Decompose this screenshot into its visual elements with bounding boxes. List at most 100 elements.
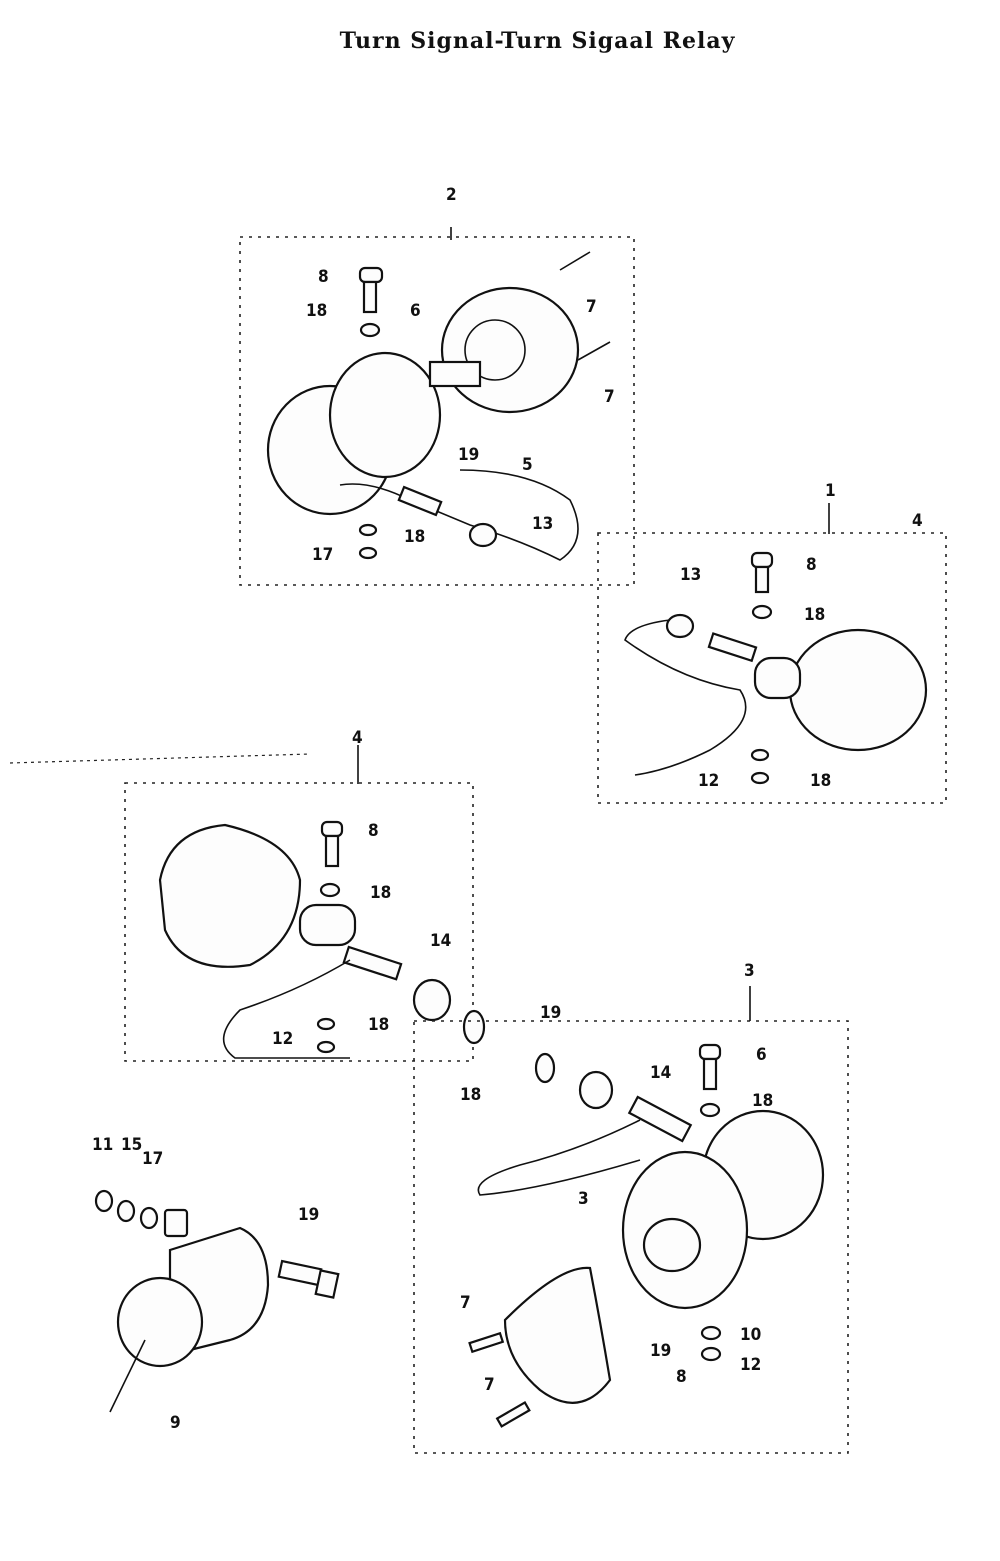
callout-18: 18 bbox=[804, 605, 825, 625]
washer-part bbox=[750, 771, 770, 785]
callout-18: 18 bbox=[460, 1085, 481, 1105]
assembly-3-frame bbox=[413, 1020, 849, 1454]
bolt-shank bbox=[324, 834, 340, 868]
callout-14: 14 bbox=[430, 931, 451, 951]
bolt-shank bbox=[362, 280, 378, 314]
callout-19: 19 bbox=[650, 1341, 671, 1361]
stem-part bbox=[753, 656, 802, 700]
bolt-head bbox=[698, 1043, 722, 1061]
bracket-part bbox=[163, 1208, 189, 1238]
bolt-shank bbox=[754, 565, 770, 594]
body-part bbox=[440, 286, 580, 414]
callout-17: 17 bbox=[312, 545, 333, 565]
relay-assembly: 11 15 17 19 9 bbox=[92, 1135, 340, 1433]
assembly-2-frame bbox=[239, 236, 635, 586]
callout-12: 12 bbox=[740, 1355, 761, 1375]
washer-part bbox=[534, 1052, 556, 1084]
callout-18: 18 bbox=[306, 301, 327, 321]
callout-13: 13 bbox=[532, 514, 553, 534]
callout-19: 19 bbox=[458, 445, 479, 465]
socket-part bbox=[397, 485, 443, 517]
washer-part bbox=[699, 1102, 721, 1118]
washer-part bbox=[359, 322, 381, 338]
screw-part bbox=[577, 341, 611, 361]
washer-part bbox=[462, 1009, 486, 1045]
callout-7: 7 bbox=[604, 387, 615, 407]
assembly-4: 4 8 18 14 12 18 bbox=[9, 728, 486, 1062]
washer-part bbox=[750, 748, 770, 762]
callout-18: 18 bbox=[810, 771, 831, 791]
callout-19: 19 bbox=[298, 1205, 319, 1225]
screw-part bbox=[495, 1401, 531, 1428]
diagram-title: Turn Signal-Turn Sigaal Relay bbox=[339, 28, 736, 54]
callout-1: 1 bbox=[825, 481, 836, 501]
screw-part bbox=[468, 1331, 505, 1354]
callout-14: 14 bbox=[650, 1063, 671, 1083]
bolt-head bbox=[750, 551, 774, 569]
assembly-1-frame bbox=[597, 532, 947, 804]
washer-part bbox=[139, 1206, 159, 1230]
nut-part bbox=[412, 978, 452, 1022]
assembly-3: 3 19 14 6 18 18 3 7 19 8 10 12 7 bbox=[413, 961, 849, 1454]
nut-part bbox=[94, 1189, 114, 1213]
callout-2: 2 bbox=[446, 185, 457, 205]
callout-8: 8 bbox=[806, 555, 817, 575]
callout-15: 15 bbox=[121, 1135, 142, 1155]
lens-part bbox=[158, 823, 302, 968]
callout-7: 7 bbox=[460, 1293, 471, 1313]
wire-part bbox=[222, 959, 351, 1059]
callout-8: 8 bbox=[368, 821, 379, 841]
callout-3: 3 bbox=[744, 961, 755, 981]
washer-part bbox=[316, 1040, 336, 1054]
bolt-head bbox=[358, 266, 384, 284]
bolt-head bbox=[320, 820, 344, 838]
callout-7: 7 bbox=[484, 1375, 495, 1395]
washer-part bbox=[319, 882, 341, 898]
callout-4: 4 bbox=[912, 511, 923, 531]
callout-10: 10 bbox=[740, 1325, 761, 1345]
callout-19: 19 bbox=[540, 1003, 561, 1023]
bolt-shank bbox=[277, 1259, 323, 1287]
stem-part bbox=[298, 903, 357, 947]
washer-part bbox=[700, 1325, 722, 1341]
extension-line bbox=[9, 753, 311, 764]
callout-18: 18 bbox=[370, 883, 391, 903]
callout-18: 18 bbox=[752, 1091, 773, 1111]
callout-3: 3 bbox=[578, 1189, 589, 1209]
callout-6: 6 bbox=[410, 301, 421, 321]
callout-5: 5 bbox=[522, 455, 533, 475]
stem-part bbox=[428, 360, 482, 388]
callout-17: 17 bbox=[142, 1149, 163, 1169]
callout-9: 9 bbox=[170, 1413, 181, 1433]
assembly-1: 1 4 13 8 18 12 18 bbox=[597, 481, 947, 804]
callout-4: 4 bbox=[352, 728, 363, 748]
assembly-2: 2 8 18 6 7 7 19 5 13 17 18 bbox=[239, 185, 635, 586]
washer-part bbox=[358, 546, 378, 560]
callout-13: 13 bbox=[680, 565, 701, 585]
assembly-4-frame bbox=[124, 782, 474, 1062]
bolt-head bbox=[314, 1269, 340, 1299]
rim-part bbox=[328, 351, 442, 479]
callout-6: 6 bbox=[756, 1045, 767, 1065]
callout-12: 12 bbox=[698, 771, 719, 791]
lens-part bbox=[503, 1266, 612, 1404]
washer-part bbox=[751, 604, 773, 620]
nut-part bbox=[578, 1070, 614, 1110]
wire-part bbox=[477, 1119, 641, 1196]
washer-part bbox=[116, 1199, 136, 1223]
callout-12: 12 bbox=[272, 1029, 293, 1049]
callout-18: 18 bbox=[404, 527, 425, 547]
socket-part bbox=[342, 945, 403, 981]
bolt-shank bbox=[702, 1057, 718, 1091]
relay-wire bbox=[109, 1339, 146, 1413]
socket-part bbox=[707, 632, 758, 663]
body-inner bbox=[464, 319, 526, 381]
callout-8: 8 bbox=[318, 267, 329, 287]
socket-part bbox=[627, 1095, 693, 1143]
lens-part bbox=[788, 628, 928, 752]
callout-18: 18 bbox=[368, 1015, 389, 1035]
screw-part bbox=[559, 251, 591, 271]
washer-part bbox=[316, 1017, 336, 1031]
